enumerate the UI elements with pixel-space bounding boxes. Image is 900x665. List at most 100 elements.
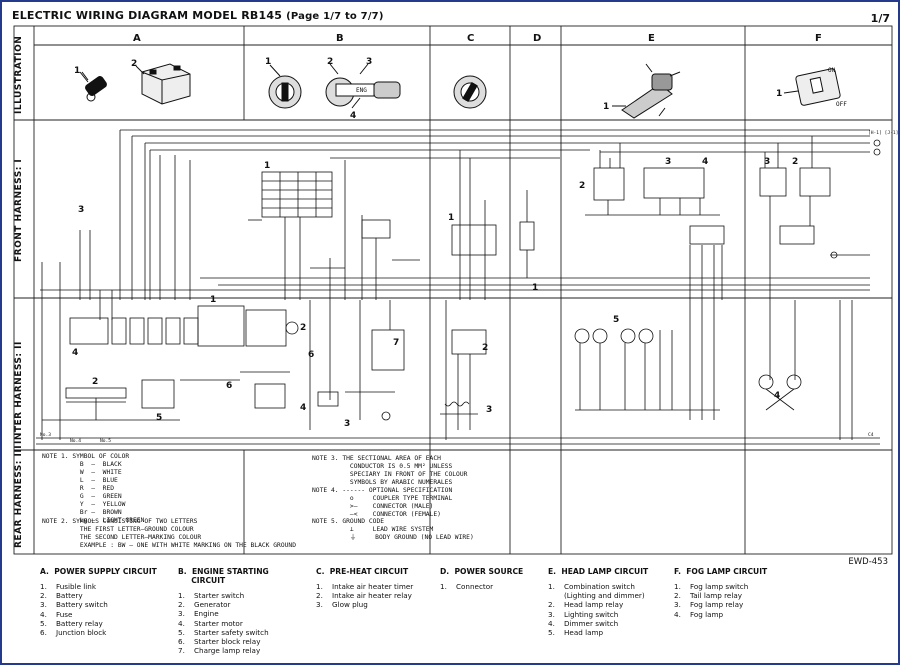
legend-item: 2.Battery [40,591,157,600]
legend-item-label: Fog lamp switch [690,582,749,591]
legend-item-label: Starter motor [194,618,243,628]
label-on: ON [828,67,836,74]
page-range: (Page 1/7 to 7/7) [286,11,384,22]
legend-item-number: 1. [548,582,555,591]
legend-item-label: Combination switch [564,582,635,591]
legend-section: F. FOG LAMP CIRCUIT 1. Fog lamp switch 2. Ta… [674,567,767,619]
title-text: ELECTRIC WIRING DIAGRAM MODEL RB145 [12,9,283,22]
legend-item-number: 3. [40,600,47,610]
legend-item-number: 2. [674,591,681,601]
callout-f1: 1 [776,89,782,99]
note-5-ground-code: NOTE 5. GROUND CODE ⊥ LEAD WIRE SYSTEM ⏚… [312,518,474,541]
callout-e1: 1 [603,102,609,112]
svg-text:6: 6 [308,350,314,360]
legend-item-label: Starter safety switch [194,627,269,637]
legend-section-title: B. ENGINE STARTING CIRCUIT [178,567,269,585]
row-label-inter-harness: INTER HARNESS: II [14,341,24,444]
svg-text:2: 2 [92,377,98,387]
legend-item: 3.Engine [178,609,269,618]
legend-section-title: E. HEAD LAMP CIRCUIT [548,567,649,576]
svg-text:1: 1 [264,161,270,171]
svg-text:3: 3 [78,205,84,215]
legend-item: 3.Lighting switch [548,610,648,619]
legend-item-label: Head lamp [564,628,604,638]
legend-item-number: 1. [674,582,681,591]
svg-text:4: 4 [300,403,306,413]
svg-text:4: 4 [72,348,78,358]
legend-item: 4. Fog lamp [674,610,767,619]
legend-item: 5. Starter safety switch [178,628,269,637]
page-number: 1/7 [870,12,890,25]
legend-item: 7.Charge lamp relay [178,646,269,655]
callout-b4: 4 [350,111,356,121]
legend-item: 2.Head lamp relay [548,600,648,609]
legend-item: 4. Starter motor [178,619,269,628]
legend-item-label: Battery switch [56,600,108,610]
svg-text:2: 2 [300,323,306,333]
legend-item: 1. Connector [440,582,523,591]
svg-text:3: 3 [665,157,671,167]
svg-text:2: 2 [792,157,798,167]
legend-item-number: 4. [548,618,555,628]
legend-item: 1.Starter switch [178,591,269,600]
legend-item-label: Intake air heater relay [332,591,412,601]
legend-item-number: 4. [178,618,185,628]
legend-section-title: A. POWER SUPPLY CIRCUIT [40,567,157,576]
legend-item-label: Fuse [56,609,73,619]
svg-text:7: 7 [393,338,399,348]
illustrations [79,63,841,119]
svg-text:C4: C4 [868,432,874,438]
illustration-callouts: 1 2 1 2 3 4 ENG 1 1 ON OFF [74,57,847,121]
row-label-rear-harness: REAR HARNESS: III [14,444,24,548]
note-2-two-letter-symbols: NOTE 2. SYMBOLS CONSISTING OF TWO LETTER… [42,518,297,549]
legend-item-label: Connector [456,582,494,591]
legend-item-label: Battery relay [56,618,103,628]
legend-item: (Lighting and dimmer) [548,591,648,600]
legend-item: 6.Junction block [40,628,157,637]
callout-b2: 2 [327,57,333,67]
legend-item-number: 2. [40,591,47,601]
legend-item-label: Fog lamp relay [690,600,744,610]
legend-item-number: 3. [674,600,681,610]
legend-item-number: 5. [178,627,185,637]
column-e: E [648,33,655,44]
label-off: OFF [836,101,847,108]
drawing-id: EWD-453 [848,557,888,567]
legend-item: 4. Fuse [40,610,157,619]
legend-item: 6.Starter block relay [178,637,269,646]
legend-item-number: 4. [40,609,47,619]
legend-item: 1. Fog lamp switch [674,582,767,591]
legend-item: 5.Head lamp [548,628,648,637]
svg-text:5: 5 [613,315,619,325]
legend-item-label: Junction block [56,628,107,638]
svg-text:[H-1] [J-1] [K-1]: [H-1] [J-1] [K-1] [868,130,900,136]
legend-item-number: 3. [316,600,323,610]
svg-text:3: 3 [486,405,492,415]
legend-item: 2. Tail lamp relay [674,591,767,600]
note-3-sectional-area: NOTE 3. THE SECTIONAL AREA OF EACH CONDU… [312,455,468,486]
callout-a2: 2 [131,59,137,69]
legend-item-label: Fusible link [56,582,97,591]
legend-item: 3.Glow plug [316,600,413,609]
svg-text:No.5: No.5 [100,438,111,444]
legend-item-number: 1. [316,582,323,591]
legend-item: 2.Generator [178,600,269,609]
legend-item-number: 1. [440,582,447,591]
column-b: B [336,33,344,44]
legend-item-label: Tail lamp relay [690,591,743,601]
legend-item-label: Fog lamp [690,609,724,619]
legend-section-title: F. FOG LAMP CIRCUIT [674,567,768,576]
legend-item: 5.Battery relay [40,619,157,628]
preheat-switch-icon [453,75,487,109]
row-label-illustration: ILLUSTRATION [14,35,24,114]
svg-text:1: 1 [448,213,454,223]
legend-item-number: 7. [178,646,185,656]
legend-item-label: Engine [194,609,219,619]
legend-item-number: 6. [178,637,185,647]
legend-section: B. ENGINE STARTING CIRCUIT 1.Starter swit… [178,567,269,655]
combination-switch-icon [621,63,681,119]
svg-text:6: 6 [226,381,232,391]
legend-item-number: 4. [674,609,681,619]
schematic-callouts: 3 1 4 2 5 6 1 2 6 4 3 7 1 2 3 1 2 3 4 5 … [40,130,900,444]
callout-a1: 1 [74,66,80,76]
